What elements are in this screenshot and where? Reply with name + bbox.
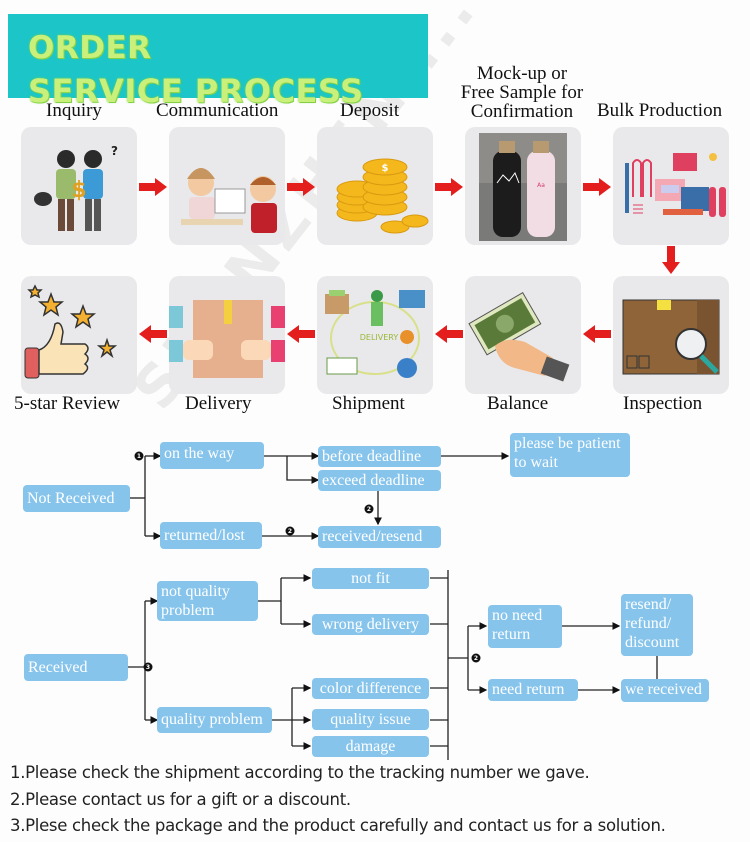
step-label-deposit: Deposit [340, 100, 400, 121]
node-not-quality-problem: not quality problem [157, 581, 258, 621]
step-label-sample-line3: Confirmation [470, 101, 574, 122]
svg-text:DELIVERY: DELIVERY [360, 333, 399, 342]
step-tile-inspection [613, 276, 729, 394]
arrow-right-2 [287, 178, 315, 196]
arrow-left-4 [583, 325, 611, 343]
marker-2b-text: 2 [367, 506, 371, 513]
step-tile-balance [465, 276, 581, 394]
delivery-concept-icon: DELIVERY [325, 290, 425, 378]
svg-text:?: ? [111, 144, 118, 158]
node-not-received: Not Received [23, 485, 130, 512]
step-label-communication: Communication [156, 100, 279, 121]
marker-2c-text: 2 [474, 655, 478, 662]
node-wrong-delivery: wrong delivery [312, 614, 429, 635]
step-label-inspection: Inspection [623, 393, 703, 414]
node-no-need-return: no need return [488, 605, 562, 648]
marker-2a-text: 2 [288, 528, 292, 535]
thumbs-up-stars-icon [24, 284, 118, 379]
marker-1 [134, 451, 144, 461]
arrow-left-2 [287, 325, 315, 343]
arrow-right-3 [435, 178, 463, 196]
box-magnifier-icon [622, 299, 720, 375]
step-label-inquiry: Inquiry [46, 100, 102, 121]
marker-3-text: 3 [146, 664, 150, 671]
svg-text:$: $ [382, 163, 389, 174]
bottle-sample-photo: Aa [479, 133, 567, 241]
step-tile-delivery [169, 276, 285, 394]
node-exceed-deadline: exceed deadline [318, 470, 441, 491]
node-need-return: need return [488, 679, 578, 701]
step-label-sample-line2: Free Sample for [460, 82, 584, 103]
note-1: 1.Please check the shipment according to… [10, 763, 590, 782]
step-tile-deposit: $ [317, 127, 433, 245]
node-received-resend: received/resend [318, 526, 441, 548]
step-tile-review [21, 276, 137, 394]
node-damage: damage [312, 736, 429, 757]
node-please-wait: please be patient to wait [510, 433, 630, 477]
customer-service-icon [181, 168, 277, 233]
note-3: 3.Plese check the package and the produc… [10, 816, 666, 835]
banner-title-line2: SERVICE PROCESS [28, 72, 364, 110]
gold-coins-icon: $ [336, 158, 429, 234]
hand-cash-icon [468, 291, 570, 382]
step-label-sample: Mock-up or Free Sample for Confirmation [448, 64, 596, 121]
svg-text:Aa: Aa [537, 182, 545, 189]
step-label-balance: Balance [487, 393, 549, 414]
step-label-delivery: Delivery [185, 393, 252, 414]
marker-2b [364, 504, 374, 514]
step-label-review: 5-star Review [14, 393, 121, 414]
node-returned-lost: returned/lost [160, 522, 262, 549]
node-quality-issue: quality issue [312, 709, 429, 730]
arrow-left-3 [435, 325, 463, 343]
step-tile-bulk-production [613, 127, 729, 245]
node-we-received: we received [621, 679, 709, 702]
step-label-shipment: Shipment [332, 393, 405, 414]
marker-2a [285, 526, 295, 536]
node-resend-refund-discount: resend/ refund/ discount [621, 594, 693, 656]
banner-title-line1: ORDER [28, 30, 152, 66]
step-tile-communication [169, 127, 285, 245]
node-on-the-way: on the way [160, 442, 264, 469]
node-quality-problem: quality problem [157, 707, 272, 733]
inquiry-people-icon: $ ? [34, 144, 118, 231]
arrow-right-1 [139, 178, 167, 196]
step-tile-inquiry: $ ? [21, 127, 137, 245]
package-handover-icon [169, 300, 285, 378]
step-tile-sample: Aa [465, 127, 581, 245]
step-tile-shipment: DELIVERY [317, 276, 433, 394]
marker-2c [471, 653, 481, 663]
marker-1-text: 1 [137, 453, 141, 460]
step-label-sample-line1: Mock-up or [476, 63, 568, 84]
svg-text:$: $ [71, 178, 86, 203]
arrow-right-4 [583, 178, 611, 196]
arrow-down [662, 246, 680, 274]
node-not-fit: not fit [312, 568, 429, 589]
node-before-deadline: before deadline [318, 446, 441, 467]
title-banner: ORDER SERVICE PROCESS [8, 14, 428, 110]
step-markers [134, 451, 481, 672]
marker-3 [143, 662, 153, 672]
step-label-bulk-production: Bulk Production [597, 100, 723, 121]
node-color-difference: color difference [312, 678, 429, 699]
notes: 1.Please check the shipment according to… [10, 760, 666, 840]
factory-machine-icon [625, 153, 726, 217]
node-received: Received [24, 654, 128, 681]
note-2: 2.Please contact us for a gift or a disc… [10, 789, 351, 809]
arrow-left-1 [139, 325, 167, 343]
